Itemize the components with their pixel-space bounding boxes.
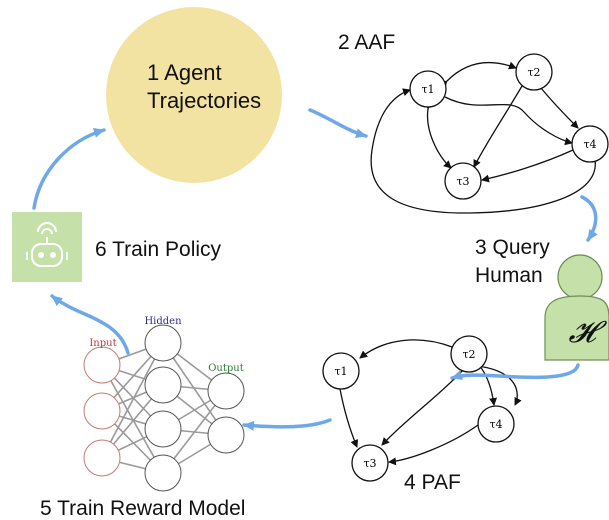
flow-arrows (32, 108, 598, 431)
query-human-label-line1: 3 Query (475, 236, 550, 259)
aaf-edge-t1-t2 (439, 61, 517, 89)
aaf-graph (370, 61, 596, 214)
nn-node-output-1 (207, 372, 245, 410)
aaf-label: 2 AAF (338, 31, 395, 54)
nn-node-hidden-2 (144, 366, 182, 404)
nn-node-input-3 (83, 439, 121, 477)
paf-node-t2 (450, 335, 488, 373)
nn-node-hidden-4 (144, 454, 182, 492)
flow-arrow-policy-to-trajectories (32, 128, 106, 210)
agent-trajectories-label-line2: Trajectories (147, 88, 261, 113)
neural-network: Input Hidden Output (83, 316, 245, 492)
robot-signal-outer (37, 222, 57, 233)
nn-edge-input3-hidden1 (101, 342, 164, 459)
robot-icon (12, 212, 82, 282)
paf-node-t2-label: τ2 (462, 348, 475, 361)
paf-node-t3-label: τ3 (363, 457, 376, 470)
aaf-node-t3 (444, 162, 482, 200)
nn-node-output-2 (207, 416, 245, 454)
flow-arrow-paf-to-reward (242, 418, 332, 431)
paf-node-t4-label: τ4 (489, 418, 502, 431)
flow-arrow-reward-to-policy (50, 294, 130, 355)
paf-edge-t1-t3 (339, 388, 359, 448)
agent-trajectories-label-line1: 1 Agent (147, 60, 222, 85)
robot-eye-right (50, 252, 56, 258)
paf-edge-t2-t1 (359, 339, 453, 359)
aaf-node-t1 (409, 70, 447, 108)
aaf-node-t4-label: τ4 (583, 138, 596, 151)
human-head (557, 254, 603, 300)
paf-edge-t2-t3-outer (477, 365, 522, 406)
paf-node-t1 (322, 352, 360, 390)
paf-node-t1-label: τ1 (334, 365, 347, 378)
nn-node-input-1 (83, 346, 121, 384)
flow-arrow-trajectories-to-aaf (308, 108, 368, 139)
paf-graph (339, 339, 522, 466)
aaf-edge-t1-t3 (425, 101, 452, 169)
aaf-edge-loop-t4-t1 (370, 88, 596, 214)
nn-nodes (83, 324, 245, 492)
query-human-label-line2: Human (475, 264, 543, 287)
aaf-edge-t2-t4 (533, 80, 579, 129)
nn-node-input-2 (83, 392, 121, 430)
aaf-edge-t2-t3 (473, 77, 529, 168)
aaf-edge-t1-t4 (444, 96, 573, 146)
nn-output-label: Output (208, 363, 244, 374)
nn-edge-hidden1-output2 (162, 342, 227, 436)
paf-label: 4 PAF (404, 471, 461, 494)
paf-edge-t2-t4 (477, 363, 498, 406)
train-reward-model-label: 5 Train Reward Model (40, 497, 245, 520)
nn-hidden-label: Hidden (144, 316, 182, 327)
nn-input-label: Input (89, 338, 116, 349)
nn-node-hidden-1 (144, 324, 182, 362)
aaf-node-t1-label: τ1 (421, 83, 434, 96)
paf-edge-t4-t3 (388, 424, 479, 466)
aaf-node-t4 (571, 125, 609, 163)
aaf-node-t2 (515, 53, 553, 91)
paf-node-t3 (351, 444, 389, 482)
paf-edge-t2-t3 (381, 370, 463, 446)
robot-eye-left (38, 252, 44, 258)
human-figure: 𝓗 (544, 254, 609, 361)
flow-arrow-aaf-to-query (580, 195, 598, 242)
agent-trajectories-circle (106, 7, 282, 183)
flow-arrow-human-to-paf (450, 363, 580, 380)
robot-signal-inner (41, 228, 53, 235)
robot-head (31, 243, 63, 267)
paf-node-t4 (477, 405, 515, 443)
nn-edge-input1-hidden4 (101, 364, 164, 474)
train-policy-label: 6 Train Policy (95, 238, 222, 261)
nn-node-hidden-3 (144, 410, 182, 448)
aaf-node-t2-label: τ2 (527, 66, 540, 79)
aaf-edge-t4-t3 (481, 149, 574, 183)
aaf-node-t3-label: τ3 (456, 175, 469, 188)
